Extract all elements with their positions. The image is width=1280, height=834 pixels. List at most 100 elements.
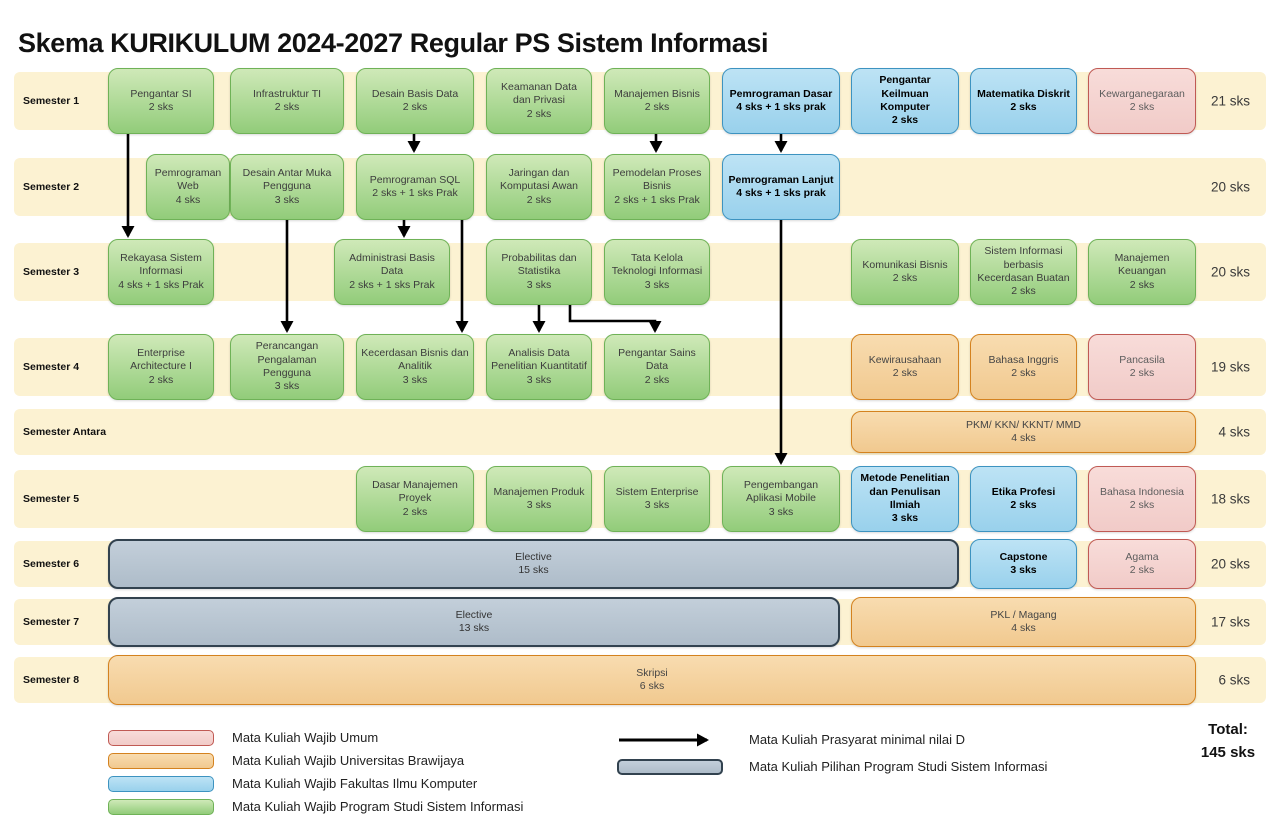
course-sks: 2 sks bbox=[148, 373, 174, 386]
course-sks: 2 sks + 1 sks Prak bbox=[349, 278, 435, 291]
course-title: Rekayasa Sistem Informasi bbox=[120, 251, 202, 278]
course-sks: 2 sks bbox=[148, 101, 174, 113]
course-sks: 2 sks bbox=[402, 505, 428, 518]
course-title: Pengantar Sains Data bbox=[618, 346, 696, 373]
course-title: Desain Antar Muka Pengguna bbox=[242, 166, 332, 193]
course-title: Capstone bbox=[999, 550, 1048, 563]
course-sks: 2 sks + 1 sks Prak bbox=[614, 193, 700, 206]
course-sks: 2 sks bbox=[1129, 499, 1155, 511]
course-title: Skripsi bbox=[636, 666, 668, 679]
course-title: Bahasa Indonesia bbox=[1099, 485, 1185, 498]
course-title: Kewirausahaan bbox=[868, 353, 942, 366]
course-sks: 3 sks bbox=[274, 193, 300, 206]
course-title: Kecerdasan Bisnis dan Analitik bbox=[361, 346, 469, 373]
course-title: Keamanan Data dan Privasi bbox=[501, 80, 577, 107]
course-sks: 2 sks bbox=[274, 101, 300, 113]
course-sks: 2 sks bbox=[892, 272, 918, 284]
legend-label: Mata Kuliah Wajib Program Studi Sistem I… bbox=[232, 799, 524, 814]
course-sks: 2 sks bbox=[526, 107, 552, 120]
semester-label: Semester 2 bbox=[23, 181, 80, 193]
course-title: Analisis Data Penelitian Kuantitatif bbox=[491, 346, 587, 373]
course-sks: 2 sks bbox=[644, 373, 670, 386]
course-sks: 2 sks bbox=[891, 114, 919, 127]
prereq-arrow-icon bbox=[619, 733, 709, 746]
course-sks: 4 sks + 1 sks prak bbox=[736, 101, 826, 113]
course-sks: 2 sks bbox=[644, 101, 670, 113]
course-title: Pemrograman Lanjut bbox=[728, 173, 834, 186]
course-sks: 15 sks bbox=[518, 564, 549, 576]
semester-total-sks: 20 sks bbox=[1210, 264, 1250, 280]
semester-label: Semester 7 bbox=[23, 616, 80, 628]
course-sks: 13 sks bbox=[458, 622, 490, 634]
legend-item: Mata Kuliah Wajib Fakultas Ilmu Komputer bbox=[108, 772, 523, 795]
course-title: Etika Profesi bbox=[991, 485, 1056, 498]
semester-label: Semester 1 bbox=[23, 95, 80, 107]
course-sks: 2 sks + 1 sks Prak bbox=[372, 187, 458, 199]
course-title: Jaringan dan Komputasi Awan bbox=[499, 166, 579, 193]
course-title: Dasar Manajemen Proyek bbox=[372, 478, 458, 505]
course-title: Agama bbox=[1125, 550, 1159, 563]
prereq-arrow bbox=[568, 305, 662, 333]
course-title: Pemodelan Proses Bisnis bbox=[612, 166, 702, 193]
legend-swatch-fik bbox=[108, 775, 214, 792]
course-sks: 3 sks bbox=[526, 373, 552, 386]
course-title: Pengantar Keilmuan Komputer bbox=[879, 74, 931, 113]
course-title: Bahasa Inggris bbox=[988, 353, 1059, 366]
semester-label: Semester Antara bbox=[23, 426, 107, 438]
legend-swatch-pilihan bbox=[617, 758, 723, 775]
course-sks: 3 sks bbox=[644, 499, 670, 511]
course-sks: 2 sks bbox=[1129, 564, 1155, 576]
semester-label: Semester 8 bbox=[23, 674, 80, 686]
legend-swatch-umum bbox=[108, 729, 214, 746]
legend-item: Mata Kuliah Wajib Universitas Brawijaya bbox=[108, 749, 523, 772]
course-sks: 2 sks bbox=[892, 367, 918, 379]
course-title: Manajemen Keuangan bbox=[1114, 251, 1170, 278]
course-title: Sistem Informasi berbasis Kecerdasan Bua… bbox=[977, 245, 1070, 284]
course-sks: 2 sks bbox=[526, 193, 552, 206]
total-label: Total: bbox=[1208, 721, 1248, 738]
legend-label: Mata Kuliah Wajib Fakultas Ilmu Komputer bbox=[232, 776, 478, 791]
semester-total-sks: 18 sks bbox=[1210, 491, 1250, 507]
course-sks: 3 sks bbox=[526, 499, 552, 511]
page-title: Skema KURIKULUM 2024-2027 Regular PS Sis… bbox=[18, 28, 769, 58]
legend-swatch-ub bbox=[108, 752, 214, 769]
course-title: Komunikasi Bisnis bbox=[862, 258, 948, 271]
semester-label: Semester 5 bbox=[23, 493, 80, 505]
course-title: PKM/ KKN/ KKNT/ MMD bbox=[966, 418, 1081, 431]
course-title: Sistem Enterprise bbox=[615, 485, 699, 498]
course-sks: 2 sks bbox=[1129, 101, 1155, 113]
course-title: Elective bbox=[515, 550, 552, 563]
course-title: Perancangan Pengalaman Pengguna bbox=[255, 340, 319, 379]
course-title: Metode Penelitian dan Penulisan Ilmiah bbox=[860, 472, 950, 511]
semester-total-sks: 20 sks bbox=[1210, 556, 1250, 572]
course-sks: 3 sks bbox=[1010, 564, 1037, 576]
course-sks: 2 sks bbox=[402, 101, 428, 113]
course-title: Manajemen Produk bbox=[493, 485, 585, 498]
semester-total-sks: 21 sks bbox=[1210, 93, 1250, 109]
